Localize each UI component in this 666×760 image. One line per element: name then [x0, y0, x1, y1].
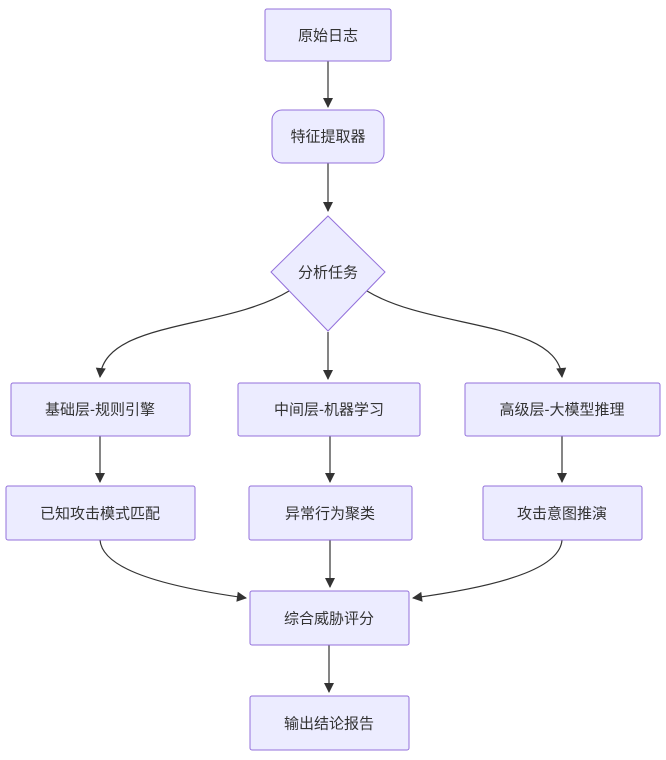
node-report-box [249, 695, 410, 751]
node-raw-logs: 原始日志 [264, 8, 392, 62]
node-anomaly-cluster: 异常行为聚类 [248, 485, 413, 541]
node-middle-layer-label: 中间层-机器学习 [274, 402, 384, 419]
node-known-attack: 已知攻击模式匹配 [5, 485, 196, 541]
node-feature-extractor-label: 特征提取器 [290, 129, 365, 146]
node-threat-score-box [249, 590, 410, 646]
node-advanced-layer-box [464, 382, 661, 437]
edge-analysis-task-to-advanced-layer [366, 290, 567, 378]
node-base-layer-box [10, 382, 191, 437]
node-report-label: 输出结论报告 [284, 716, 374, 733]
node-known-attack-label: 已知攻击模式匹配 [40, 506, 160, 523]
edge-known-attack-to-threat-score [99, 539, 247, 602]
node-advanced-layer: 高级层-大模型推理 [464, 382, 661, 437]
node-attack-intent: 攻击意图推演 [482, 485, 643, 541]
node-known-attack-box [5, 485, 196, 541]
node-feature-extractor: 特征提取器 [271, 109, 385, 164]
node-feature-extractor-box [271, 109, 385, 164]
node-analysis-task-diamond [270, 215, 386, 332]
node-anomaly-cluster-box [248, 485, 413, 541]
node-middle-layer-box [237, 382, 421, 437]
node-analysis-task-label: 分析任务 [298, 265, 358, 282]
node-middle-layer: 中间层-机器学习 [237, 382, 421, 437]
node-raw-logs-box [264, 8, 392, 62]
nodes-layer: 原始日志 特征提取器 分析任务 基础层-规则引擎 中间层-机器学习 高级层-大模 [5, 8, 661, 751]
edge-attack-intent-to-threat-score [412, 539, 563, 602]
edges-layer [95, 61, 567, 693]
node-raw-logs-label: 原始日志 [298, 28, 358, 45]
node-attack-intent-label: 攻击意图推演 [517, 505, 607, 523]
node-threat-score: 综合威胁评分 [249, 590, 410, 646]
node-base-layer: 基础层-规则引擎 [10, 382, 191, 437]
node-advanced-layer-label: 高级层-大模型推理 [500, 402, 625, 419]
node-attack-intent-box [482, 485, 643, 541]
node-base-layer-label: 基础层-规则引擎 [45, 402, 155, 419]
node-analysis-task: 分析任务 [270, 215, 386, 332]
node-threat-score-label: 综合威胁评分 [284, 611, 374, 628]
node-anomaly-cluster-label: 异常行为聚类 [285, 506, 375, 523]
node-report: 输出结论报告 [249, 695, 410, 751]
edge-analysis-task-to-base-layer [95, 290, 290, 378]
